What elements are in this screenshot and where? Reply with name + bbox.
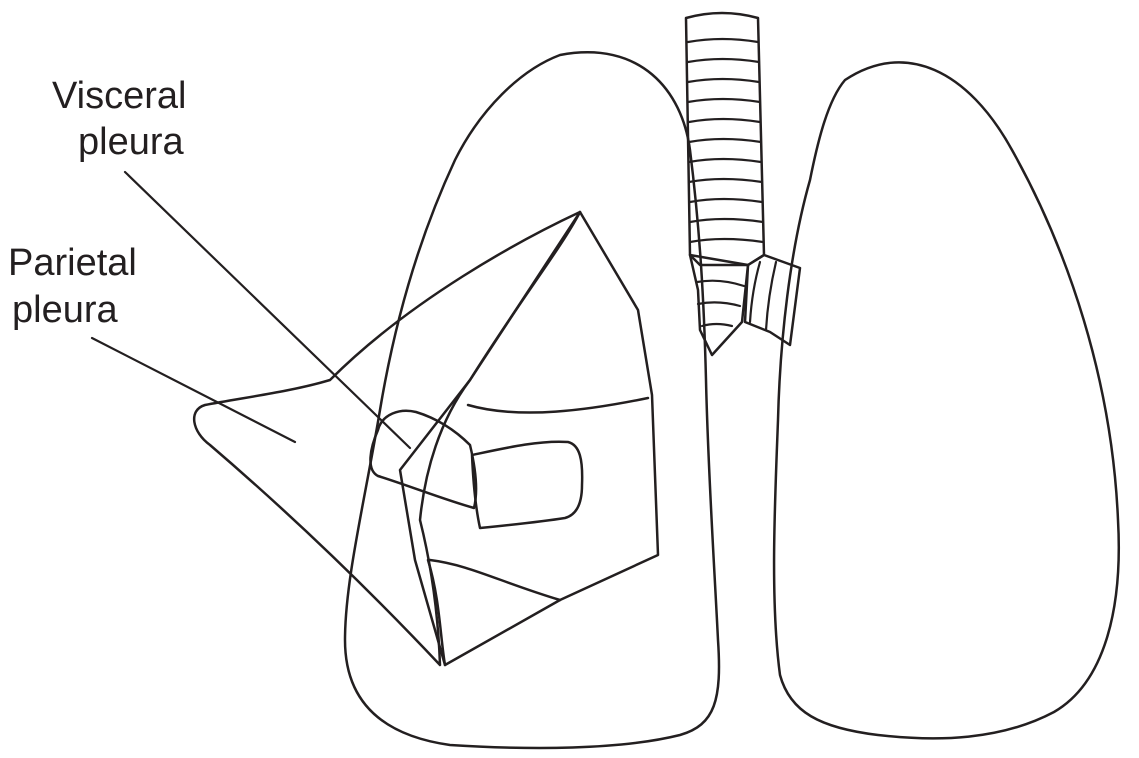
lung-left-of-figure	[345, 52, 719, 748]
exposed-lung-patch	[472, 442, 582, 528]
lung-right-of-figure	[774, 62, 1119, 738]
visceral-pleura-label-line1: Visceral	[52, 75, 186, 117]
visceral-pleura-leader	[125, 172, 410, 448]
parietal-pleura-leader	[92, 338, 295, 442]
left-bronchus	[690, 255, 748, 355]
visceral-pleura-label-line2: pleura	[78, 121, 184, 163]
parietal-pleura-flap	[194, 212, 580, 665]
parietal-pleura-label-line1: Parietal	[8, 242, 137, 284]
parietal-pleura-label-line2: pleura	[12, 289, 118, 331]
